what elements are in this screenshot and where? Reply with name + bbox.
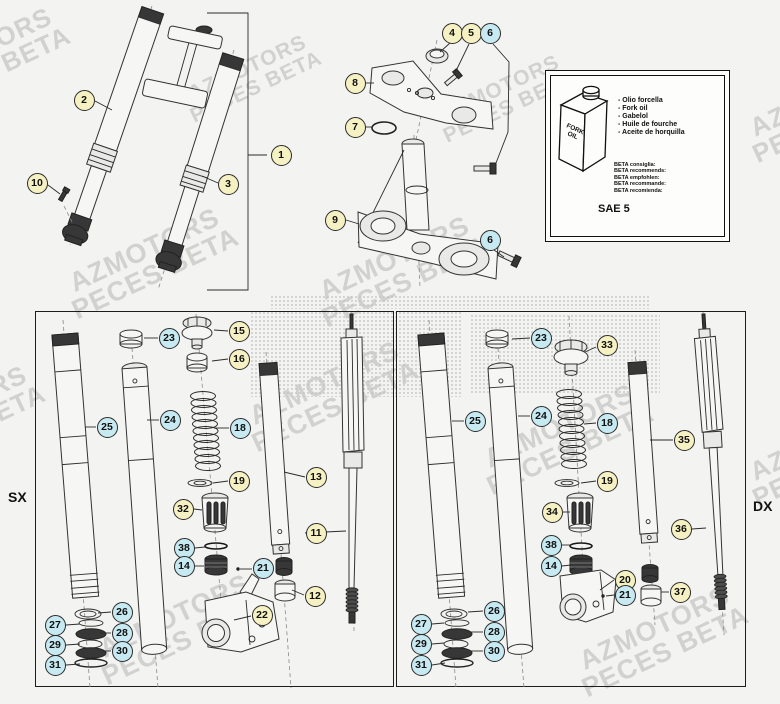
dx-fork-box xyxy=(396,311,746,687)
assembled-fork-drawing xyxy=(47,5,267,291)
callout-15[interactable]: 15 xyxy=(228,320,250,342)
callout-35[interactable]: 35 xyxy=(673,429,695,451)
oil-box-inner-border xyxy=(550,75,725,237)
callout-6[interactable]: 6 xyxy=(479,229,501,251)
callout-7[interactable]: 7 xyxy=(344,116,366,138)
callout-34[interactable]: 34 xyxy=(541,501,563,523)
callout-1[interactable]: 1 xyxy=(270,144,292,166)
callout-26[interactable]: 26 xyxy=(483,600,505,622)
callout-25[interactable]: 25 xyxy=(96,416,118,438)
callout-8[interactable]: 8 xyxy=(344,72,366,94)
callout-19[interactable]: 19 xyxy=(596,470,618,492)
callout-27[interactable]: 27 xyxy=(44,614,66,636)
callout-30[interactable]: 30 xyxy=(111,640,133,662)
callout-27[interactable]: 27 xyxy=(410,613,432,635)
callout-6[interactable]: 6 xyxy=(479,22,501,44)
callout-26[interactable]: 26 xyxy=(111,601,133,623)
callout-24[interactable]: 24 xyxy=(159,409,181,431)
callout-29[interactable]: 29 xyxy=(44,634,66,656)
oil-jug-drawing: FORK OIL xyxy=(558,85,609,173)
callout-23[interactable]: 23 xyxy=(158,327,180,349)
triple-clamp-drawing xyxy=(345,39,522,289)
jug-label-oil: OIL xyxy=(566,130,579,141)
fork-oil-spec-box: FORK OIL - Olio forcella - Fork oil - Ga… xyxy=(545,70,730,242)
callout-31[interactable]: 31 xyxy=(44,654,66,676)
callout-21[interactable]: 21 xyxy=(614,584,636,606)
callout-18[interactable]: 18 xyxy=(596,412,618,434)
callout-9[interactable]: 9 xyxy=(324,209,346,231)
callout-32[interactable]: 32 xyxy=(172,498,194,520)
beta-recommendation-list: BETA consiglia: BETA recommends: BETA em… xyxy=(614,162,666,194)
callout-38[interactable]: 38 xyxy=(540,534,562,556)
sx-fork-box xyxy=(35,311,394,687)
sx-label: SX xyxy=(8,489,27,505)
callout-2[interactable]: 2 xyxy=(73,89,95,111)
callout-30[interactable]: 30 xyxy=(483,640,505,662)
callout-19[interactable]: 19 xyxy=(228,470,250,492)
callout-14[interactable]: 14 xyxy=(540,555,562,577)
callout-28[interactable]: 28 xyxy=(483,621,505,643)
callout-11[interactable]: 11 xyxy=(305,522,327,544)
callout-24[interactable]: 24 xyxy=(530,405,552,427)
callout-5[interactable]: 5 xyxy=(460,22,482,44)
callout-31[interactable]: 31 xyxy=(410,654,432,676)
dx-label: DX xyxy=(753,498,773,514)
oil-grade: SAE 5 xyxy=(598,203,630,215)
callout-12[interactable]: 12 xyxy=(304,585,326,607)
callout-14[interactable]: 14 xyxy=(173,555,195,577)
callout-18[interactable]: 18 xyxy=(229,417,251,439)
callout-4[interactable]: 4 xyxy=(441,22,463,44)
callout-36[interactable]: 36 xyxy=(670,518,692,540)
callout-33[interactable]: 33 xyxy=(596,334,618,356)
callout-10[interactable]: 10 xyxy=(26,172,48,194)
dx-fork-exploded-drawing xyxy=(417,311,728,689)
callout-22[interactable]: 22 xyxy=(251,604,273,626)
callout-29[interactable]: 29 xyxy=(410,633,432,655)
callout-21[interactable]: 21 xyxy=(252,557,274,579)
callout-3[interactable]: 3 xyxy=(217,173,239,195)
callout-37[interactable]: 37 xyxy=(669,581,691,603)
sx-fork-exploded-drawing xyxy=(51,311,365,689)
callout-23[interactable]: 23 xyxy=(530,327,552,349)
callout-16[interactable]: 16 xyxy=(228,348,250,370)
callout-13[interactable]: 13 xyxy=(305,466,327,488)
callout-25[interactable]: 25 xyxy=(464,410,486,432)
oil-name-list: - Olio forcella - Fork oil - Gabelol - H… xyxy=(618,97,685,137)
